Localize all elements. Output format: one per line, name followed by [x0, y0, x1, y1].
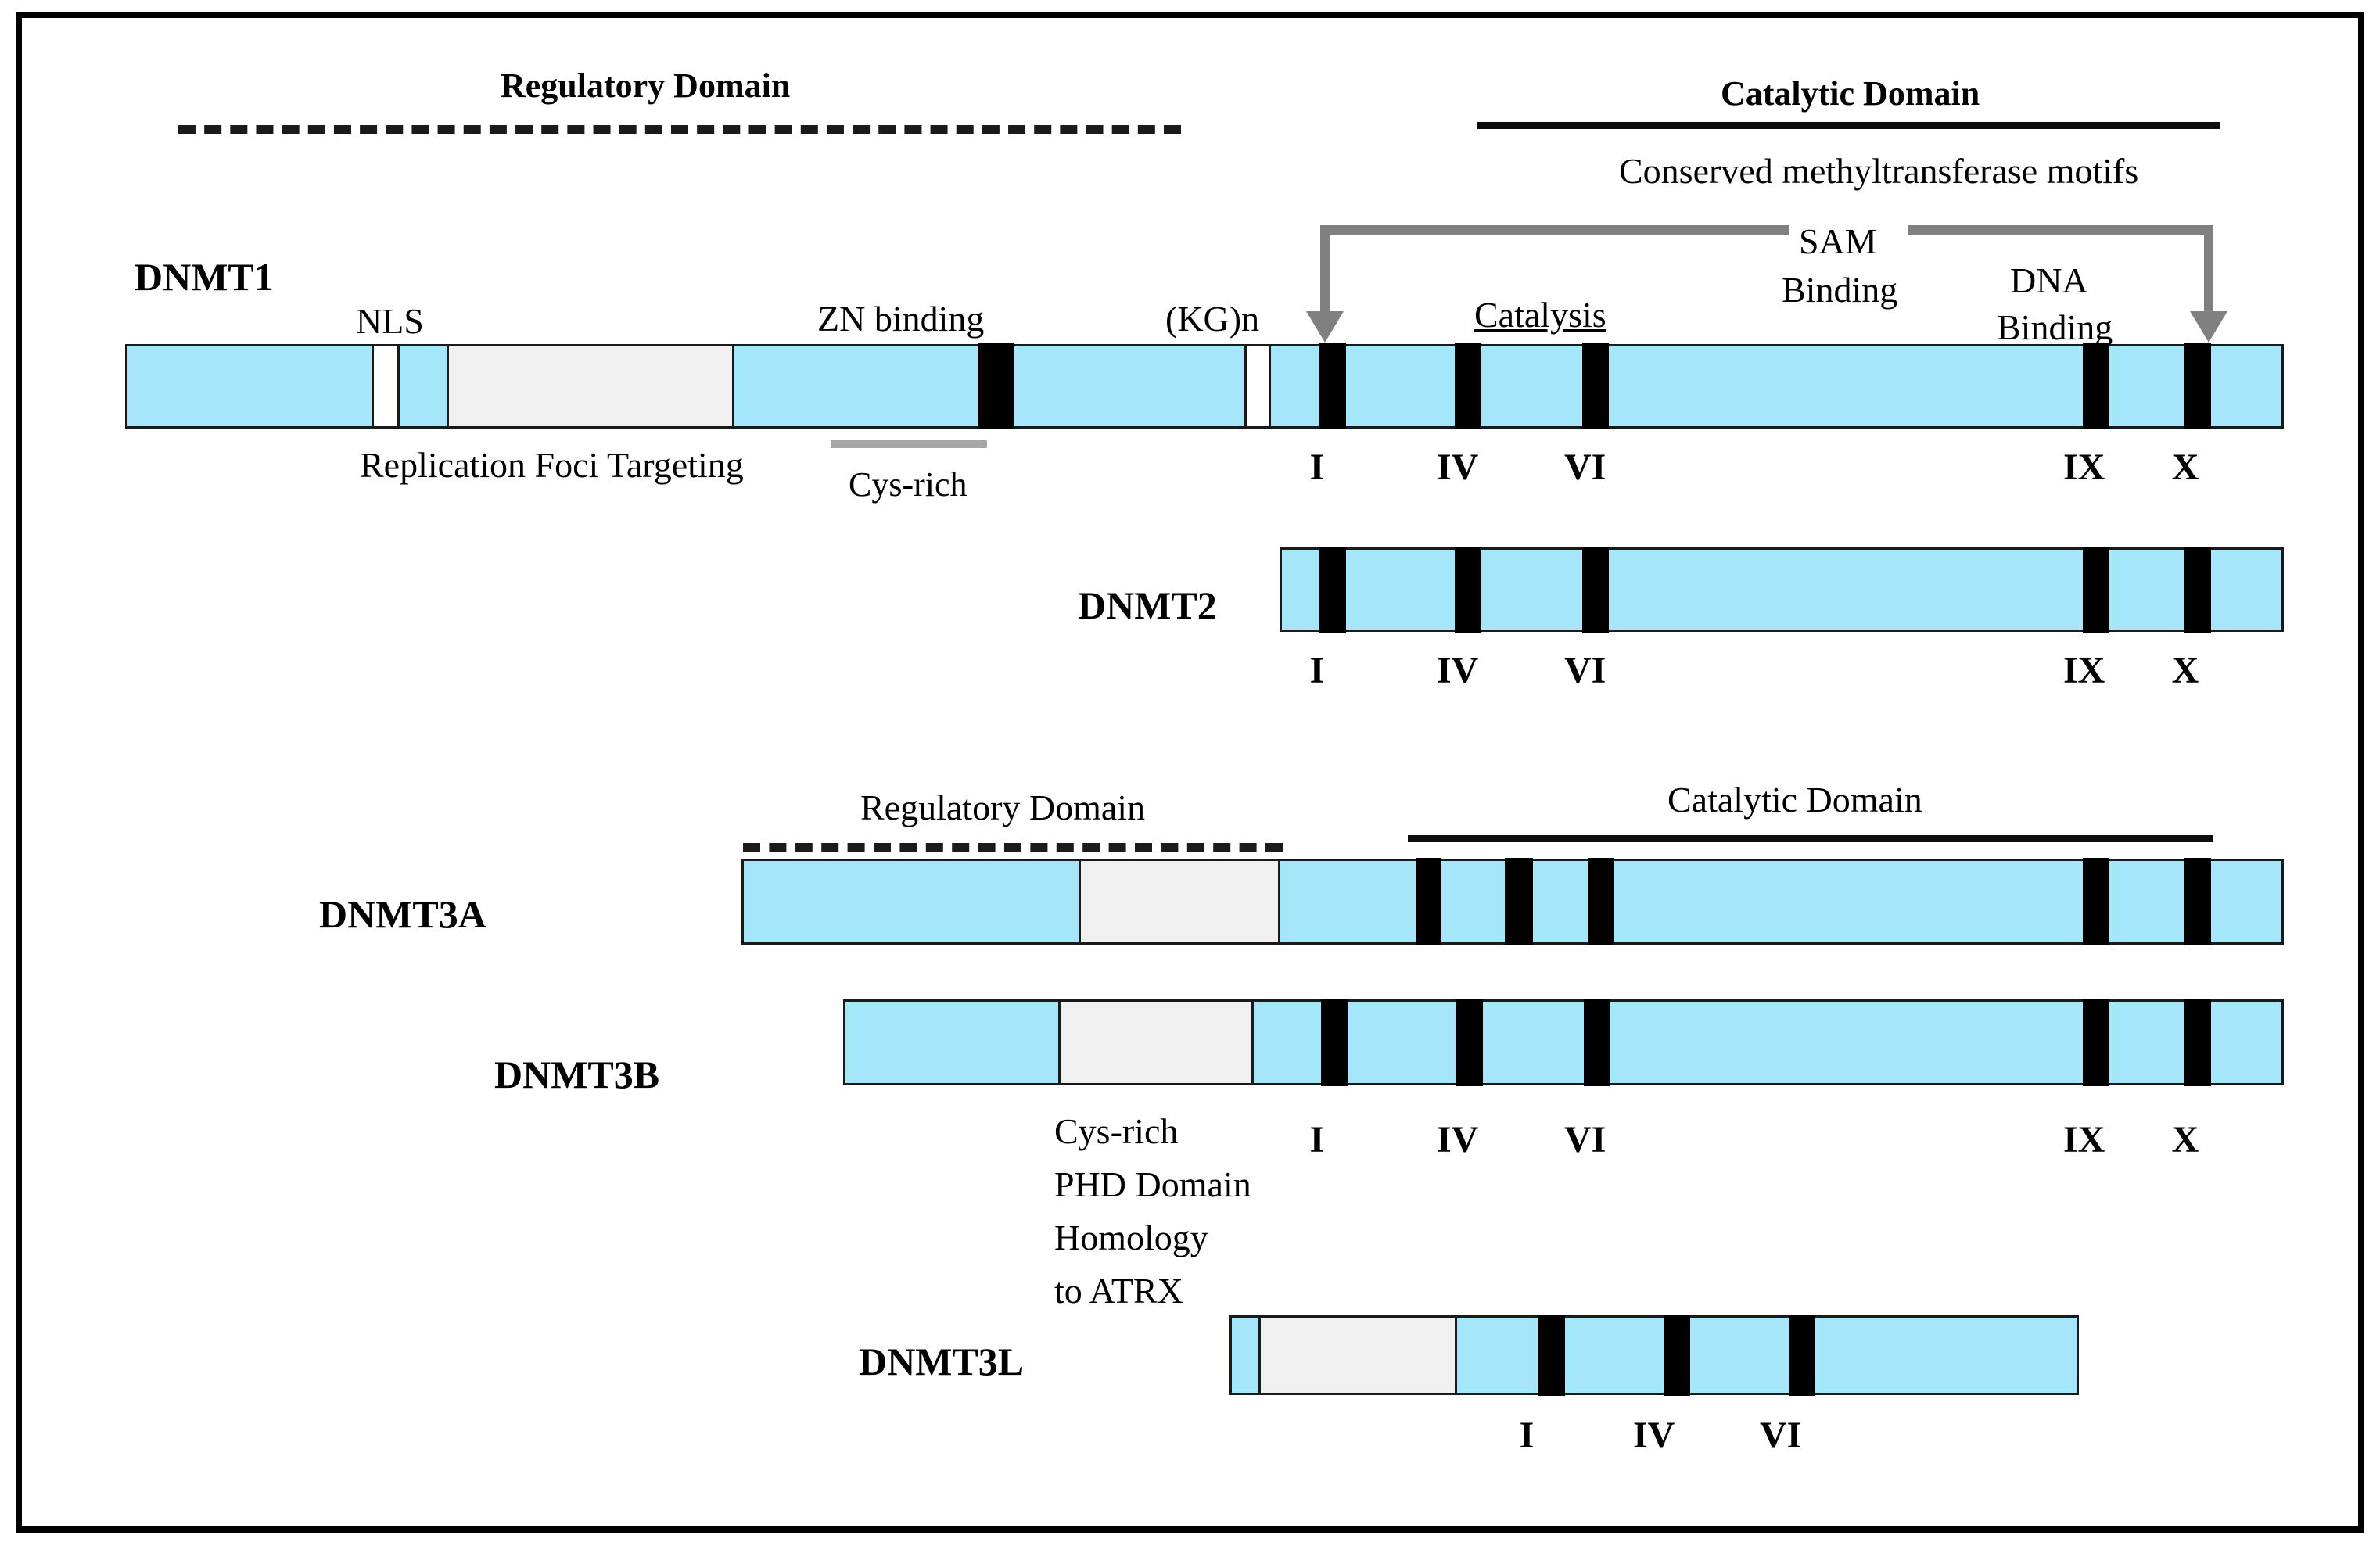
regulatory-domain-rule-lower — [743, 843, 1283, 852]
dnmt1-nls-gap — [372, 346, 400, 426]
sam-binding-label-line2: Binding — [1782, 270, 1898, 310]
dnmt3l-tag-I: I — [1519, 1415, 1535, 1456]
dnmt1-cys-rich-label: Cys-rich — [849, 465, 967, 504]
protein-name-dnmt3a: DNMT3A — [319, 892, 486, 936]
dnmt2-tag-X: X — [2171, 650, 2199, 691]
dnmt3l-phd-segment — [1258, 1318, 1457, 1393]
dna-binding-label-line1: DNA — [2010, 260, 2088, 300]
catalytic-domain-rule-lower — [1408, 835, 2213, 842]
dnmt1-motif-I — [1319, 343, 1346, 429]
dnmt1-tag-X: X — [2171, 447, 2199, 488]
dnmt1-track — [125, 343, 2284, 429]
dnmt2-tag-I: I — [1309, 650, 1325, 691]
dnmt2-motif-VI — [1582, 547, 1609, 633]
regulatory-domain-title-top: Regulatory Domain — [501, 66, 791, 105]
dnmt2-motif-IV — [1455, 547, 1481, 633]
dnmt3l-motif-IV — [1664, 1315, 1690, 1396]
catalytic-domain-title-top: Catalytic Domain — [1721, 74, 1980, 113]
catalytic-domain-rule-top — [1477, 122, 2220, 129]
dnmt1-zn-binding-block — [978, 343, 1014, 429]
dnmt3a-motif-VI — [1588, 858, 1614, 945]
dnmt3a-motif-I — [1416, 858, 1441, 945]
figure-border — [16, 12, 2364, 1533]
dnmt3a-motif-IX — [2083, 858, 2109, 945]
dnmt3b-motif-X — [2184, 999, 2211, 1086]
dnmt3l-track — [1229, 1315, 2079, 1396]
dnmt3l-motif-I — [1538, 1315, 1565, 1396]
dnmt3a-phd-segment — [1079, 861, 1280, 942]
dnmt3b-motif-IV — [1456, 999, 1483, 1086]
dnmt2-tag-VI: VI — [1564, 650, 1606, 691]
dnmt3b-caption-line-1: Cys-rich — [1054, 1111, 1179, 1151]
dnmt2-motif-IX — [2083, 547, 2109, 633]
dna-binding-bracket — [1908, 225, 2227, 350]
dnmt3b-motif-I — [1321, 999, 1348, 1086]
sam-binding-label-line1: SAM — [1799, 221, 1877, 261]
protein-name-dnmt2: DNMT2 — [1078, 583, 1217, 627]
sam-binding-bracket — [1306, 225, 1789, 350]
dnmt1-motif-IX — [2083, 343, 2109, 429]
dnmt3b-track — [843, 999, 2284, 1086]
dnmt3l-tag-IV: IV — [1633, 1415, 1675, 1456]
dnmt3b-tag-VI: VI — [1564, 1119, 1606, 1160]
dnmt1-rft-label: Replication Foci Targeting — [360, 445, 744, 485]
conserved-motifs-title: Conserved methyltransferase motifs — [1619, 151, 2139, 191]
dnmt1-tag-IV: IV — [1437, 447, 1479, 488]
dnmt2-tag-IV: IV — [1437, 650, 1479, 691]
dnmt3b-caption-line-4: to ATRX — [1054, 1271, 1183, 1311]
dnmt3b-tag-IX: IX — [2063, 1119, 2105, 1160]
dnmt1-tag-VI: VI — [1564, 447, 1606, 488]
protein-name-dnmt3b: DNMT3B — [494, 1053, 660, 1096]
dnmt3b-caption-line-3: Homology — [1054, 1218, 1208, 1257]
dnmt3a-track — [741, 858, 2284, 945]
dnmt1-rft-segment — [447, 346, 734, 426]
dnmt1-tag-IX: IX — [2063, 447, 2105, 488]
catalytic-domain-title-lower: Catalytic Domain — [1667, 780, 1922, 820]
dnmt3a-motif-X — [2184, 858, 2211, 945]
regulatory-domain-rule-top — [178, 125, 1181, 134]
dnmt2-tag-IX: IX — [2063, 650, 2105, 691]
catalysis-label: Catalysis — [1474, 295, 1606, 335]
dnmt2-motif-I — [1319, 547, 1346, 633]
dnmt3b-tag-I: I — [1309, 1119, 1325, 1160]
dnmt1-kgn-gap — [1244, 346, 1271, 426]
dnmt2-track — [1280, 547, 2284, 633]
dnmt1-motif-VI — [1582, 343, 1609, 429]
dnmt1-motif-X — [2184, 343, 2211, 429]
dna-binding-label-line2: Binding — [1997, 307, 2113, 347]
protein-name-dnmt3l: DNMT3L — [859, 1340, 1025, 1383]
dnmt1-tag-I: I — [1309, 447, 1325, 488]
dnmt3a-motif-IV — [1505, 858, 1533, 945]
dnmt2-motif-X — [2184, 547, 2211, 633]
dnmt3b-phd-segment — [1058, 1002, 1254, 1083]
dnmt3b-tag-IV: IV — [1437, 1119, 1479, 1160]
dnmt3l-motif-VI — [1789, 1315, 1815, 1396]
dnmt1-cys-rich-rule — [831, 440, 987, 448]
dnmt1-zn-binding-label: ZN binding — [817, 299, 985, 339]
dnmt1-motif-IV — [1455, 343, 1481, 429]
dnmt1-nls-label: NLS — [356, 301, 424, 341]
regulatory-domain-title-lower: Regulatory Domain — [860, 787, 1146, 827]
dnmt3b-motif-IX — [2083, 999, 2109, 1086]
dnmt3l-tag-VI: VI — [1760, 1415, 1802, 1456]
dnmt1-kgn-label: (KG)n — [1165, 299, 1260, 339]
protein-name-dnmt1: DNMT1 — [135, 255, 274, 299]
dnmt3b-caption-line-2: PHD Domain — [1054, 1164, 1251, 1204]
dnmt3b-tag-X: X — [2171, 1119, 2199, 1160]
dnmt3b-motif-VI — [1584, 999, 1610, 1086]
